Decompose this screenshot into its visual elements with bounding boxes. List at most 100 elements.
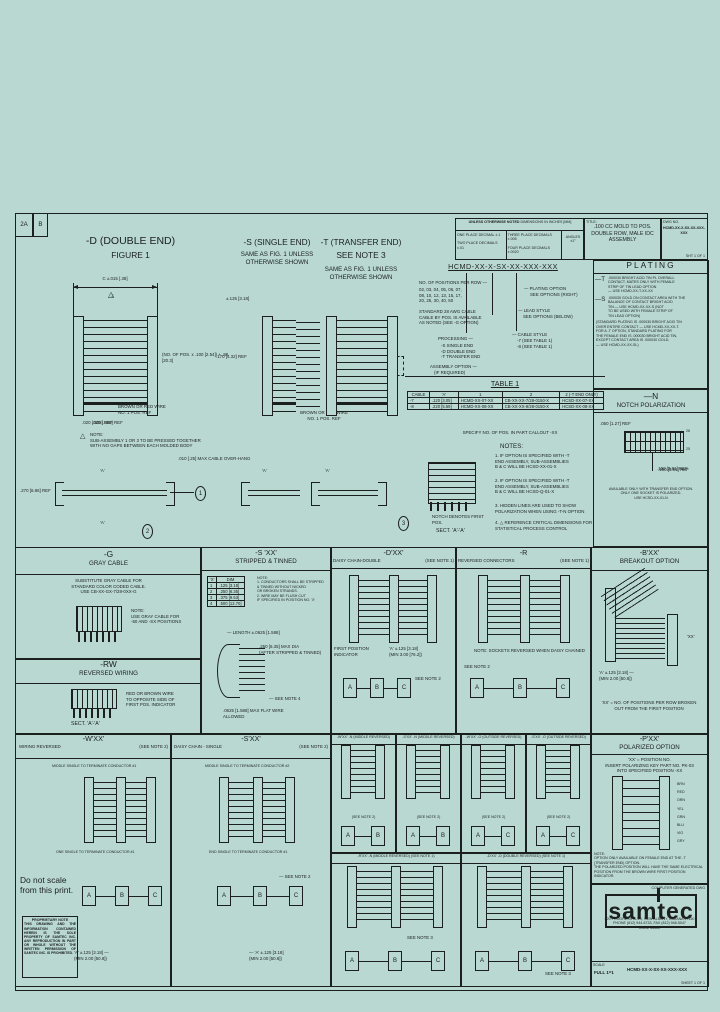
ds-title: -S'XX' [241, 734, 261, 743]
section-endcap [55, 482, 64, 506]
drawing-title-line3: ASSEMBLY [608, 237, 637, 243]
pn-leader [516, 273, 517, 331]
samtec-logo: samtec [608, 897, 694, 924]
rev-mark: 2A [20, 221, 28, 228]
st-note: NOTE: 1. CONDUCTORS SHALL BE STRIPPED & … [257, 576, 324, 603]
tolerance-subtitle: DIMENSIONS IN INCHES [MM] [520, 220, 572, 224]
gray-cable-title: -G [103, 549, 114, 559]
w-see-note: (SEE NOTE 2) [139, 743, 168, 749]
pn-positions-list: 02, 03, 04, 05, 06, 07, 08, 10, 12, 13, … [419, 287, 462, 303]
fig-d-spc-number: 2 [111, 294, 114, 298]
sub-assembly-box: A [470, 678, 484, 698]
wide1-see: (SEE NOTE 1) [410, 854, 435, 858]
fig-s-sub2: OTHERWISE SHOWN [245, 259, 309, 266]
scale-value: FULL 1=1 [594, 970, 614, 975]
mini-schematic: A B [341, 826, 385, 846]
mini-figure [471, 745, 515, 799]
notch-connector-drawing [624, 431, 684, 453]
proprietary-block: PROPRIETARY NOTE THIS DRAWING AND THE IN… [22, 916, 78, 978]
rev-see-note: (SEE NOTE 1) [560, 557, 589, 563]
wire-color-label: RED [677, 790, 685, 795]
fig-t-polarize-bump [397, 356, 404, 376]
sub-assembly-box: C [556, 678, 570, 698]
mini-figure [406, 745, 450, 799]
sub-assembly-box: C [289, 886, 303, 906]
sect-aa-pins [430, 502, 472, 511]
midstrip-triangle-note: NOTE: SUB-ASSEMBLY 1 OR 3 TO BE PRESSED … [90, 432, 201, 448]
notes-title: NOTES: [500, 443, 524, 450]
mini-see-note: (SEE NOTE 2) [416, 815, 441, 819]
st-see-note4: — SEE NOTE 4 [269, 696, 301, 701]
sub-assembly-box: A [406, 826, 420, 846]
pn-plating-label: — PLATING OPTION [524, 286, 567, 291]
sub-assembly-box: C [431, 951, 445, 971]
ext-line [157, 283, 158, 316]
dchain-title: -D'XX' [383, 548, 404, 557]
proprietary-title: PROPRIETARY NOTE [31, 918, 69, 922]
table1-cell: -8 [407, 403, 430, 410]
brk-title: -B'XX' [639, 548, 660, 557]
table1-row: -7 .120 [3.05] HCMD-XX-07-XX CB-XX-XX-7/… [407, 397, 604, 404]
tolerance-row: FOUR PLACE DECIMALS ±.0020 [507, 245, 550, 255]
pol-line1: 'XX' = POSITION NO. [628, 757, 671, 762]
sub-assembly-box: A [345, 951, 359, 971]
dchain-dim: 'A' ±.125 [3.18] (MIN 3.00 [76.2]) [389, 646, 422, 657]
daisy-double-panel: -D'XX' DAISY CHAIN-DOUBLE (SEE NOTE 1) F… [330, 547, 457, 735]
st-table: 'X'DIM 1.125 [3.18] 2.250 [6.35] 3.375 [… [206, 576, 245, 607]
table1-cell: HCSD-XX-08-XX [559, 403, 604, 410]
gray-cable-subtitle: GRAY CABLE [89, 559, 128, 567]
pol-line3: INTO SPECIFIED POSITION -XX [616, 768, 683, 773]
pn-leadstyle-label: — LEAD STYLE [518, 308, 551, 313]
drawing-title-line1: .100 CC MOLD TO POS. [593, 224, 652, 230]
pn-assembly-label: ASSEMBLY OPTION — [430, 364, 477, 369]
sub-assembly-box: A [536, 826, 550, 846]
w-dim: 'A' ±.125 [3.18] — (MIN 2.00 [50.8]) [74, 950, 109, 961]
st-flat-dim: .0625 [1.588] MAX FLAT WIRE ALLOWED [223, 708, 284, 719]
pol-figure [612, 776, 670, 850]
wiring-reversed-panel: -W'XX' WIRING REVERSED (SEE NOTE 2) MIDD… [15, 733, 172, 987]
notch-panel: —N NOTCH POLARIZATION .050 [1.27] REF 26… [593, 388, 709, 547]
plating-s-text: .000030 GOLD ON CONTACT AREA WITH THE BA… [608, 295, 686, 318]
fig-s-sub1: SAME AS FIG. 1 UNLESS [240, 251, 314, 258]
sub-assembly-box: B [371, 826, 385, 846]
fig-d-dim-top-label: C ±.015 [.38] [102, 276, 128, 281]
sub-assembly-box: A [475, 951, 489, 971]
fig-d-spc-triangle: △ [108, 290, 115, 299]
sub-assembly-box: B [518, 951, 532, 971]
rw-pins [73, 709, 113, 718]
mini-title: -W'XX' -N (MIDDLE REVERSED) [331, 734, 396, 745]
st-title: -S 'XX' [255, 548, 277, 557]
circled-3: 3 [398, 516, 409, 531]
table1: CABLE 'A' 1 2 2 (-T END ONLY) -7 .120 [3… [407, 391, 604, 410]
plating-s-code: —S [595, 295, 606, 303]
sect-aa-connector-drawing [428, 462, 476, 504]
circled-number: 3 [401, 520, 406, 527]
divider [405, 376, 605, 377]
fig-s-dim-left: .170 [4.32] REF [216, 354, 247, 359]
brk-note: 'XX' = NO. OF POSITIONS PER ROW BROKEN O… [601, 700, 697, 711]
plating-t-text: .000030 BRIGHT ACID TIN PL OVERALL CONTA… [608, 276, 675, 294]
reversed-connectors-panel: -R REVERSED CONNECTORS (SEE NOTE 1) NOTE… [455, 547, 592, 735]
sub-assembly-box: B [436, 826, 450, 846]
section-assembly-3 [318, 490, 378, 496]
fig-s-dim-top: ±.125 [3.18] [226, 296, 250, 301]
sub-assembly-box: B [370, 678, 384, 698]
sub-assembly-box: C [397, 678, 411, 698]
midstrip-left-dim: .270 [6.86] REF [20, 488, 51, 493]
dchain-first-pos-callout: FIRST POSITION INDICATOR [334, 646, 369, 657]
pol-note: NOTE: OPTION ONLY AVAILABLE ON FEMALE EN… [594, 852, 703, 879]
rev-note: NOTE: SOCKETS REVERSED WHEN DAISY CHAINE… [474, 648, 585, 653]
pn-leadstyle-note: SEE OPTIONS (BELOW) [523, 314, 573, 319]
table1-cell: CB-XX-XX-8/28-0150-X [501, 403, 561, 410]
w-figure [84, 777, 156, 843]
fig-t-sub0: SEE NOTE 3 [336, 250, 386, 260]
ds-figure [219, 777, 295, 843]
plating-standard-note: (STANDARD PLATING IS .000030 BRIGHT ACID… [596, 320, 682, 347]
fig-s-connector-drawing [262, 316, 296, 416]
sub-assembly-box: B [253, 886, 267, 906]
pn-positions-note: STANDARD 28 AWG CABLE CABLE BY POS. IS A… [419, 309, 482, 325]
gray-cable-note: NOTE: USE GRAY CABLE FOR -50 AND -SX POS… [131, 608, 182, 624]
st-cell: .500 [12.70] [216, 600, 245, 607]
table1-cell: HCMD-XX-08-XX [457, 403, 503, 410]
